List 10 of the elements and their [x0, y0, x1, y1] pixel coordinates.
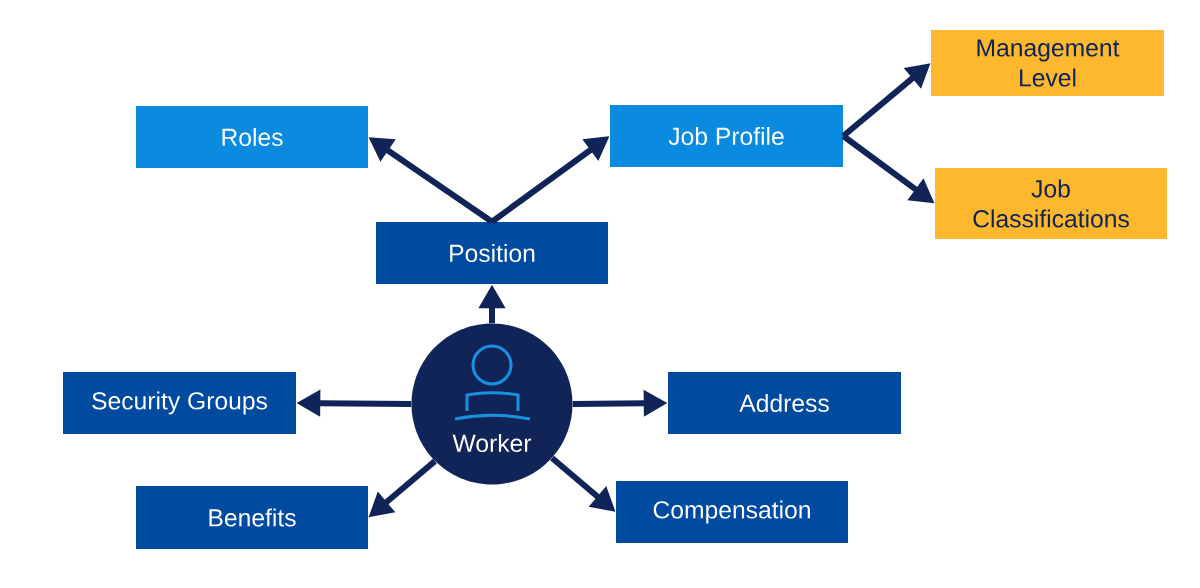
- process-box: Job Classifications: [935, 168, 1167, 239]
- process-box: Roles: [136, 106, 368, 168]
- process-box: Compensation: [616, 481, 848, 543]
- process-box: Security Groups: [63, 372, 296, 434]
- process-box: Address: [668, 372, 901, 434]
- process-box: Job Profile: [610, 105, 843, 167]
- process-box: Position: [376, 222, 608, 284]
- process-box: Management Level: [931, 30, 1164, 96]
- process-box: Benefits: [136, 486, 368, 549]
- circle-node: Worker: [411, 323, 573, 485]
